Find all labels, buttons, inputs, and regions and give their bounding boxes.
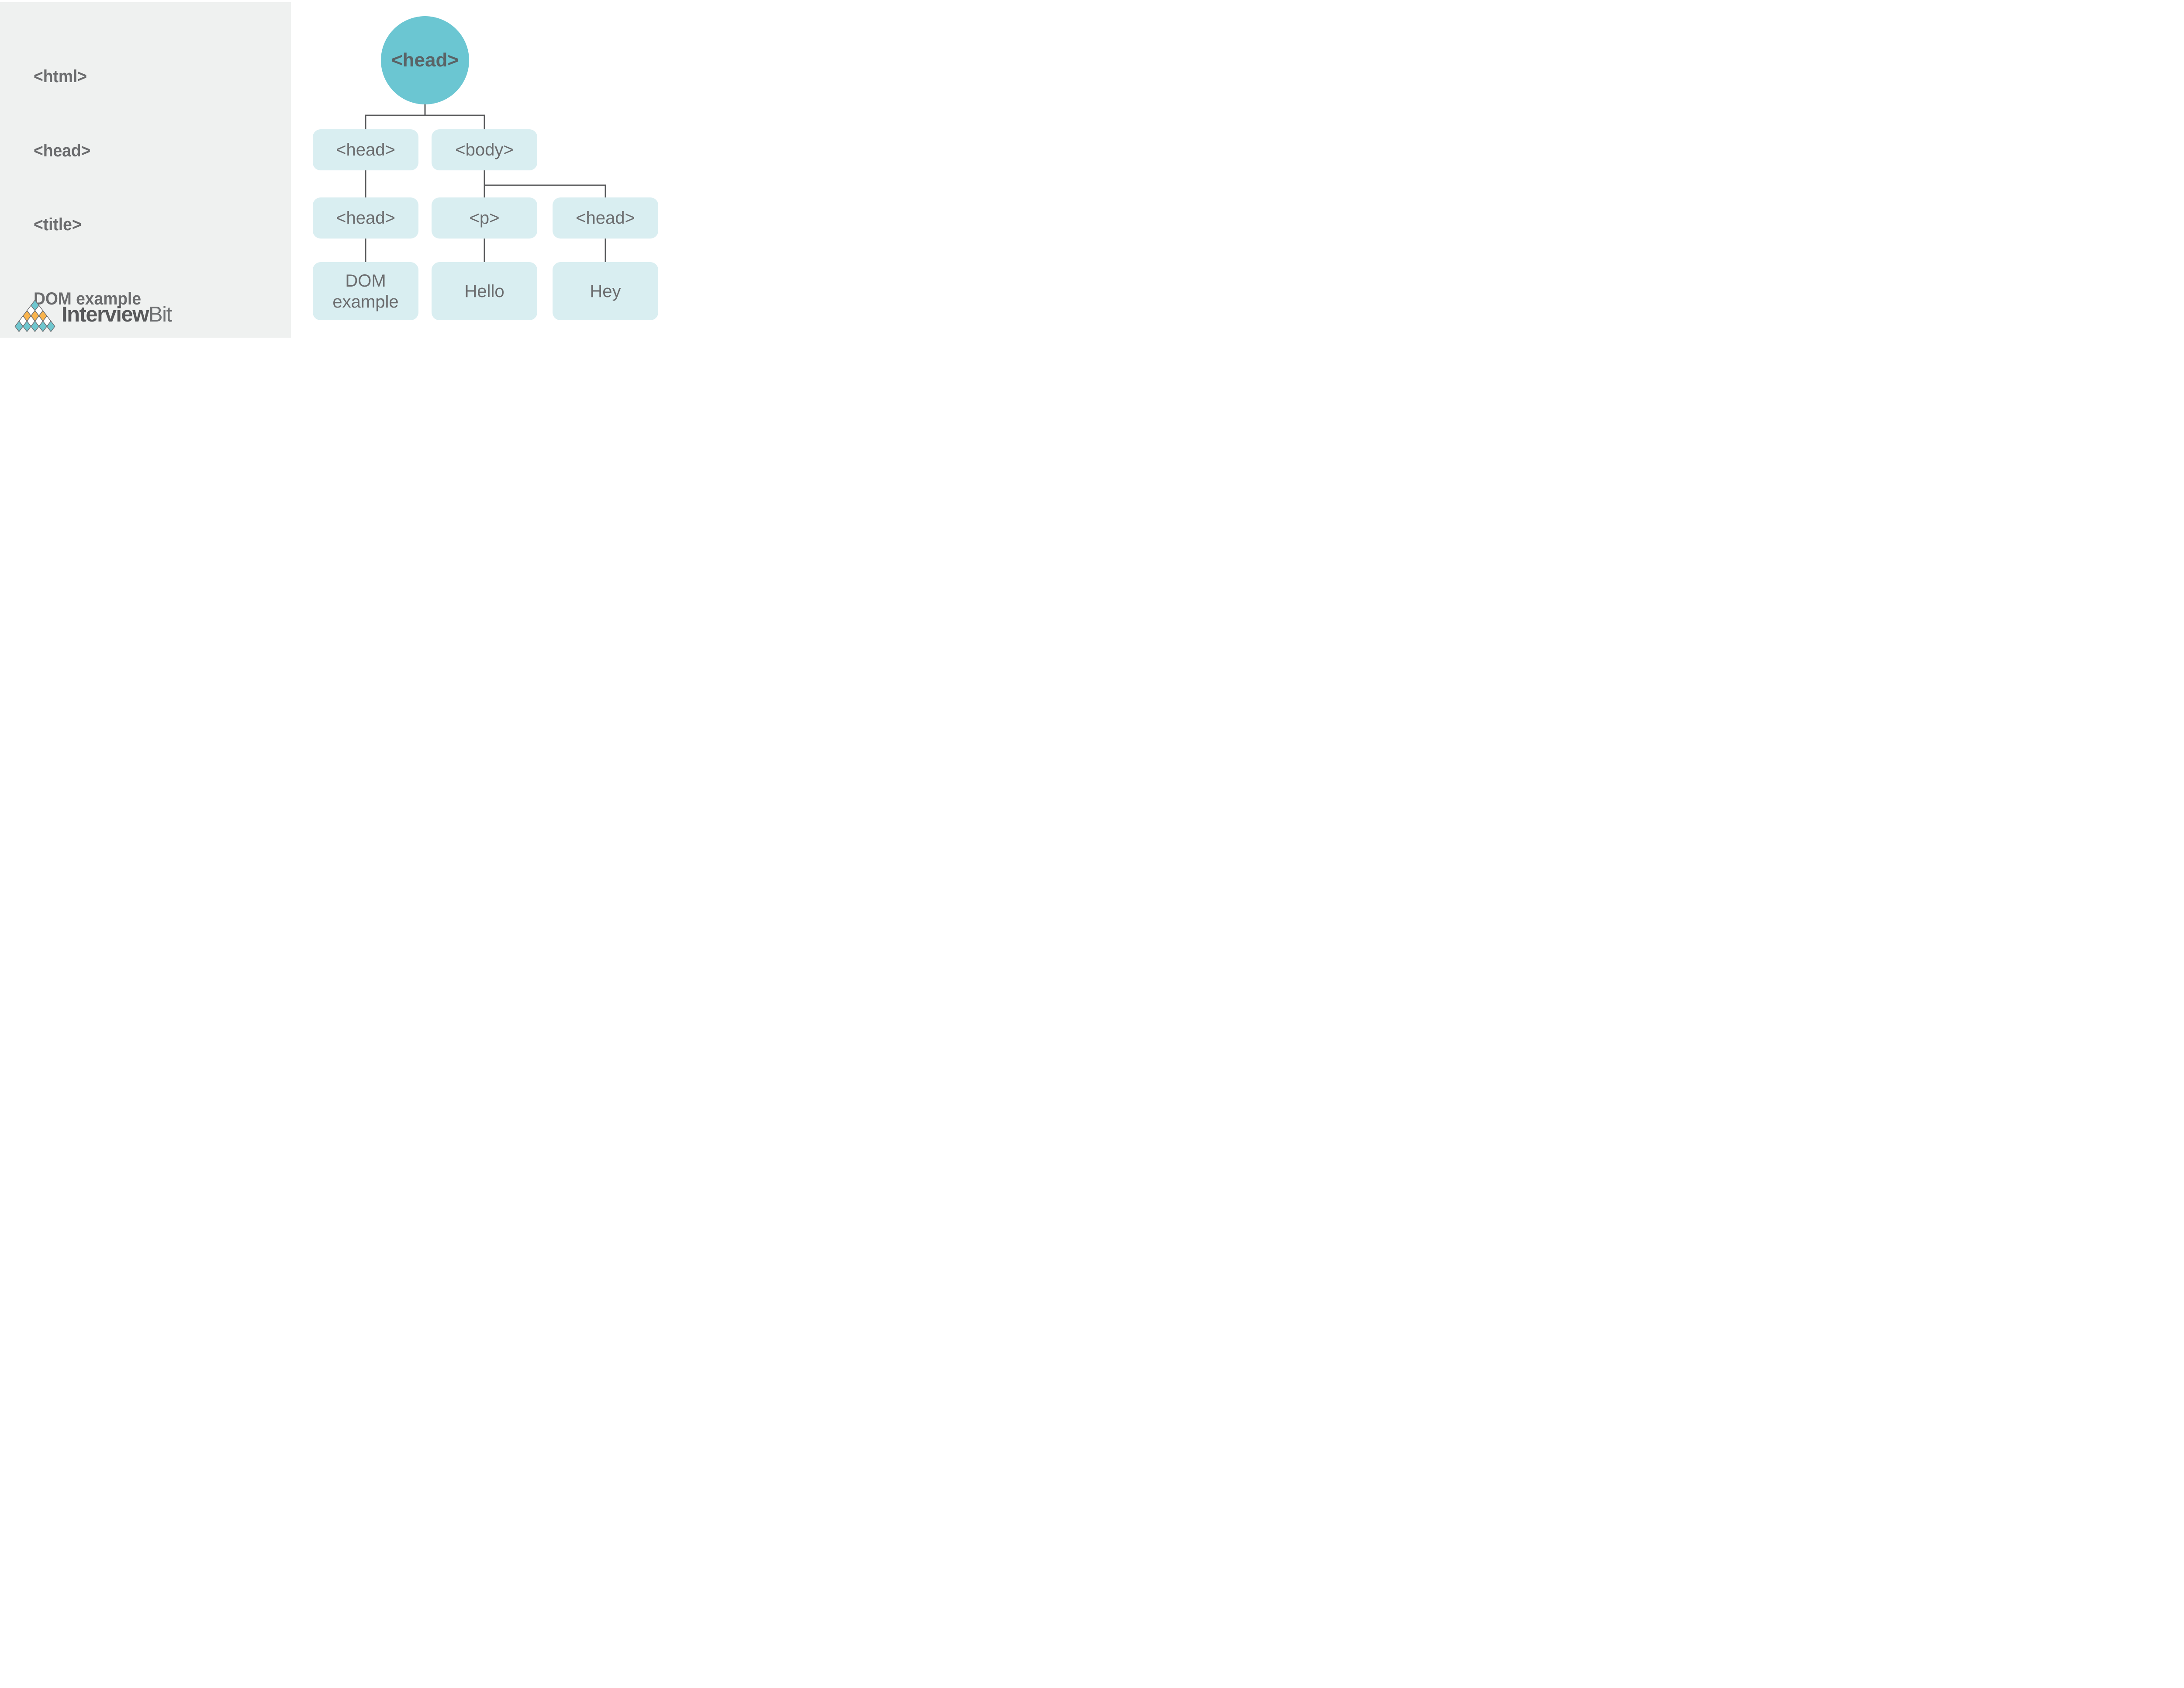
tree-connectors	[365, 103, 606, 262]
node-body: <body>	[432, 129, 537, 170]
root-node: <head>	[381, 16, 469, 104]
node-label: <head>	[336, 208, 395, 228]
code-line: DOM example	[34, 289, 142, 308]
node-text-dom-example: DOM example	[313, 262, 418, 320]
node-label: <head>	[576, 208, 635, 228]
interviewbit-logo: InterviewBit	[14, 300, 172, 333]
code-line: <head>	[34, 141, 91, 160]
dom-example-infographic: <html> <head> <title> DOM example </titl…	[0, 0, 677, 338]
dom-tree-diagram: <head> <head> <body> <head> <p> <head> D…	[0, 0, 677, 338]
node-label: <p>	[469, 208, 500, 228]
node-p: <p>	[432, 197, 537, 239]
code-line: <html>	[34, 67, 87, 86]
code-block: <html> <head> <title> DOM example </titl…	[34, 15, 233, 338]
interviewbit-logo-icon	[14, 300, 55, 332]
code-line: <title>	[34, 215, 82, 234]
node-label: <head>	[336, 140, 395, 159]
node-head-level3-left: <head>	[313, 197, 418, 239]
node-head-level2: <head>	[313, 129, 418, 170]
root-node-label: <head>	[391, 49, 459, 71]
code-panel: <html> <head> <title> DOM example </titl…	[0, 2, 291, 338]
node-text-hello: Hello	[432, 262, 537, 320]
node-label: <body>	[455, 140, 514, 159]
node-label: Hello	[464, 281, 505, 301]
node-head-level3-right: <head>	[553, 197, 658, 239]
node-text-hey: Hey	[553, 262, 658, 320]
logo-text-bit: Bit	[148, 303, 172, 326]
logo-text-interview: Interview	[62, 303, 149, 326]
interviewbit-logo-text: InterviewBit	[62, 304, 172, 325]
node-label: DOM example	[332, 271, 399, 311]
node-label: Hey	[590, 281, 621, 301]
